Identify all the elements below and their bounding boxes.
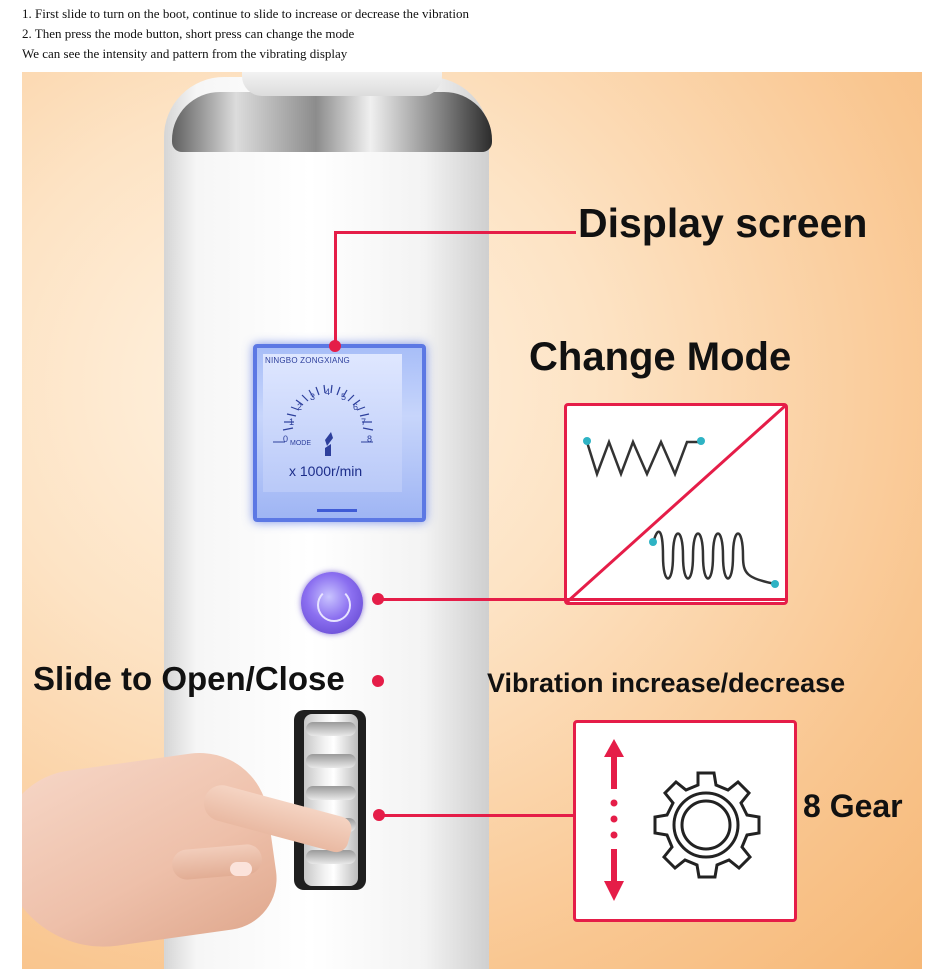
gauge-num-6: 6	[353, 402, 358, 412]
mode-patterns-icon	[565, 404, 787, 604]
display-callout-line-vertical	[334, 231, 337, 349]
gear-box	[573, 720, 797, 922]
intro-line-2: 2. Then press the mode button, short pre…	[22, 26, 355, 41]
label-vibration: Vibration increase/decrease	[487, 668, 846, 698]
label-change-mode: Change Mode	[529, 335, 792, 379]
mode-callout-dot	[372, 593, 384, 605]
lcd-display: NINGBO ZONGXIANG 0 1 2 3 4 5 6 7	[253, 344, 426, 522]
wheel-ridge	[306, 850, 356, 864]
mode-indicator	[325, 444, 331, 456]
lcd-inner	[263, 354, 402, 492]
massager-head	[242, 72, 442, 96]
change-mode-box	[564, 403, 788, 605]
gauge-num-1: 1	[289, 417, 294, 427]
up-down-arrow-icon	[604, 739, 624, 901]
gauge-num-0: 0	[283, 434, 288, 444]
gauge-dial: 0 1 2 3 4 5 6 7 8	[273, 384, 374, 456]
display-callout-dot	[329, 340, 341, 352]
gear-callout-line	[379, 814, 573, 817]
gauge-num-4: 4	[325, 387, 330, 397]
mode-button[interactable]	[301, 572, 363, 634]
fingernail	[230, 862, 252, 876]
coil-wave-icon	[651, 530, 776, 586]
gauge-num-2: 2	[297, 402, 302, 412]
gear-icon	[653, 771, 761, 879]
gauge-num-3: 3	[310, 392, 315, 402]
wheel-ridge	[306, 754, 356, 768]
label-8-gear: 8 Gear	[803, 788, 903, 824]
intro-text: 1. First slide to turn on the boot, cont…	[22, 4, 902, 64]
lcd-bottom-bar	[317, 509, 357, 512]
zigzag-wave-icon	[585, 438, 701, 478]
chrome-ring	[172, 92, 492, 152]
lcd-brand: NINGBO ZONGXIANG	[265, 356, 350, 365]
wheel-ridge	[306, 786, 356, 800]
mode-button-icon	[317, 588, 351, 622]
display-callout-line	[334, 231, 576, 234]
lcd-mode-label: MODE	[290, 440, 311, 447]
slide-wheel[interactable]	[304, 714, 358, 886]
gauge-needle	[325, 432, 333, 446]
gauge-num-8: 8	[367, 434, 372, 444]
gear-diagram	[604, 739, 761, 901]
wheel-ridge	[306, 722, 356, 736]
label-slide-open-close: Slide to Open/Close	[33, 660, 345, 697]
slide-callout-dot	[372, 675, 384, 687]
lcd-unit-label: x 1000r/min	[289, 463, 363, 479]
label-display-screen: Display screen	[578, 200, 868, 246]
gear-callout-dot	[373, 809, 385, 821]
intro-line-1: 1. First slide to turn on the boot, cont…	[22, 6, 469, 21]
intro-line-3: We can see the intensity and pattern fro…	[22, 46, 348, 61]
gauge-num-7: 7	[361, 417, 366, 427]
mode-callout-line	[378, 598, 787, 601]
product-image-panel: NINGBO ZONGXIANG 0 1 2 3 4 5 6 7	[22, 72, 922, 969]
gauge-num-5: 5	[341, 392, 346, 402]
